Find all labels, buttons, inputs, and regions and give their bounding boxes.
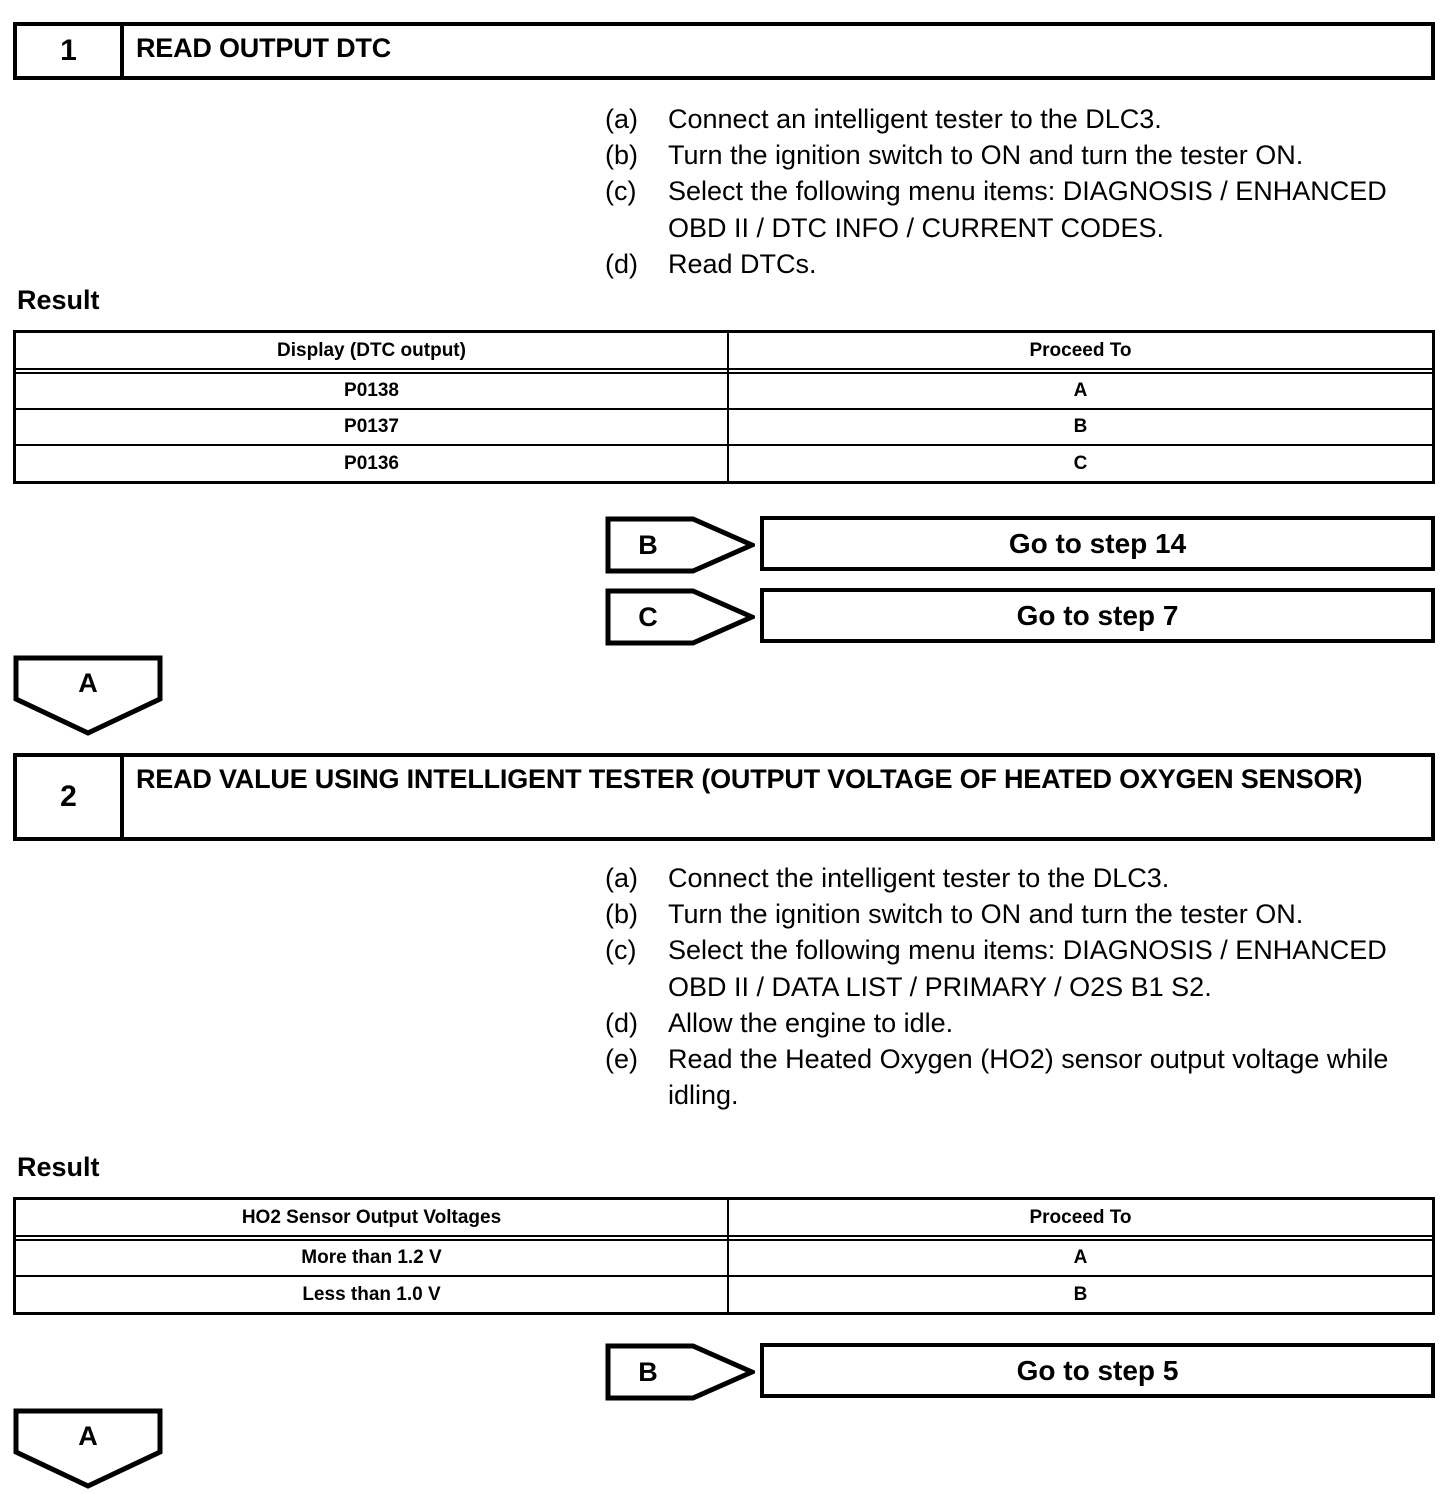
branch-action-box[interactable]: Go to step 5 — [760, 1343, 1435, 1398]
connector-letter: A — [78, 1420, 98, 1451]
cell-display: P0136 — [16, 445, 729, 481]
table-row: Less than 1.0 V B — [16, 1276, 1432, 1312]
instruction-item: (b) Turn the ignition switch to ON and t… — [605, 896, 1435, 932]
instruction-item: (c) Select the following menu items: DIA… — [605, 173, 1435, 245]
branch-c-step7: C Go to step 7 — [605, 588, 1435, 646]
table-header-row: HO2 Sensor Output Voltages Proceed To — [16, 1200, 1432, 1237]
step-number-1: 1 — [17, 26, 124, 76]
instruction-text: Turn the ignition switch to ON and turn … — [668, 140, 1304, 171]
branch-letter: B — [638, 529, 658, 560]
instruction-item: (c) Select the following menu items: DIA… — [605, 932, 1435, 1004]
instruction-item: (a) Connect the intelligent tester to th… — [605, 860, 1435, 896]
column-header-proceed: Proceed To — [728, 333, 1432, 370]
branch-letter: C — [638, 601, 658, 632]
cell-proceed: C — [1073, 452, 1088, 474]
step-header-2: 2 READ VALUE USING INTELLIGENT TESTER (O… — [13, 753, 1435, 841]
connector-a-step2: A — [13, 1408, 163, 1490]
cell-display: P0137 — [16, 409, 729, 446]
table-header-rule — [16, 369, 1432, 374]
branch-action-box[interactable]: Go to step 7 — [760, 588, 1435, 643]
branch-b-step14: B Go to step 14 — [605, 516, 1435, 574]
instruction-text: Read the Heated Oxygen (HO2) sensor outp… — [668, 1043, 1389, 1111]
cell-voltage: Less than 1.0 V — [16, 1276, 729, 1312]
instruction-item: (a) Connect an intelligent tester to the… — [605, 101, 1435, 137]
instruction-label: (c) — [605, 176, 637, 207]
result-label-1: Result — [17, 285, 100, 315]
instruction-item: (b) Turn the ignition switch to ON and t… — [605, 137, 1435, 173]
instruction-label: (b) — [605, 899, 638, 930]
cell-display: P0138 — [16, 373, 729, 410]
instruction-text: Turn the ignition switch to ON and turn … — [668, 899, 1304, 930]
instruction-text: Connect the intelligent tester to the DL… — [668, 863, 1170, 893]
branch-action-box[interactable]: Go to step 14 — [760, 516, 1435, 571]
cell-voltage: More than 1.2 V — [16, 1240, 729, 1277]
column-header-voltages: HO2 Sensor Output Voltages — [16, 1200, 729, 1237]
instruction-list-2: (a) Connect the intelligent tester to th… — [605, 860, 1435, 1113]
instruction-label: (a) — [605, 104, 638, 134]
instruction-label: (d) — [605, 248, 638, 279]
table-row: P0138 A — [16, 373, 1432, 410]
table-header-rule — [16, 1236, 1432, 1241]
instruction-label: (e) — [605, 1043, 638, 1074]
step-title-2: READ VALUE USING INTELLIGENT TESTER (OUT… — [136, 764, 1363, 794]
instruction-label: (a) — [605, 863, 638, 893]
instruction-text: Allow the engine to idle. — [668, 1007, 954, 1038]
column-header-display: Display (DTC output) — [16, 333, 729, 370]
step-number-2: 2 — [17, 757, 124, 837]
table-header-row: Display (DTC output) Proceed To — [16, 333, 1432, 370]
instruction-item: (d) Read DTCs. — [605, 246, 1435, 282]
column-header-proceed: Proceed To — [728, 1200, 1432, 1237]
instruction-item: (d) Allow the engine to idle. — [605, 1005, 1435, 1041]
instruction-text: Select the following menu items: DIAGNOS… — [668, 176, 1387, 243]
result-table-1: Display (DTC output) Proceed To P0138 A … — [13, 330, 1435, 484]
branch-letter: B — [638, 1356, 658, 1387]
result-table-2: HO2 Sensor Output Voltages Proceed To Mo… — [13, 1197, 1435, 1315]
instruction-label: (c) — [605, 935, 637, 966]
step-title-1: READ OUTPUT DTC — [136, 33, 391, 63]
branch-arrow-icon: B — [605, 516, 755, 574]
table-row: P0136 C — [16, 445, 1432, 481]
instruction-text: Select the following menu items: DIAGNOS… — [668, 935, 1387, 1002]
instruction-label: (b) — [605, 140, 638, 171]
table-row: More than 1.2 V A — [16, 1240, 1432, 1277]
branch-b-step5: B Go to step 5 — [605, 1343, 1435, 1401]
instruction-label: (d) — [605, 1007, 638, 1038]
step-header-1: 1 READ OUTPUT DTC — [13, 22, 1435, 80]
instruction-text: Connect an intelligent tester to the DLC… — [668, 104, 1162, 134]
table-row: P0137 B — [16, 409, 1432, 446]
cell-proceed: A — [728, 373, 1432, 410]
cell-proceed: B — [728, 409, 1432, 446]
result-label-2: Result — [17, 1152, 100, 1182]
instruction-item: (e) Read the Heated Oxygen (HO2) sensor … — [605, 1041, 1435, 1113]
branch-arrow-icon: C — [605, 588, 755, 646]
cell-proceed: B — [1073, 1283, 1088, 1305]
connector-letter: A — [78, 667, 98, 698]
instruction-text: Read DTCs. — [668, 248, 817, 279]
cell-proceed: A — [728, 1240, 1432, 1277]
branch-arrow-icon: B — [605, 1343, 755, 1401]
instruction-list-1: (a) Connect an intelligent tester to the… — [605, 101, 1435, 282]
connector-a-step1: A — [13, 655, 163, 737]
